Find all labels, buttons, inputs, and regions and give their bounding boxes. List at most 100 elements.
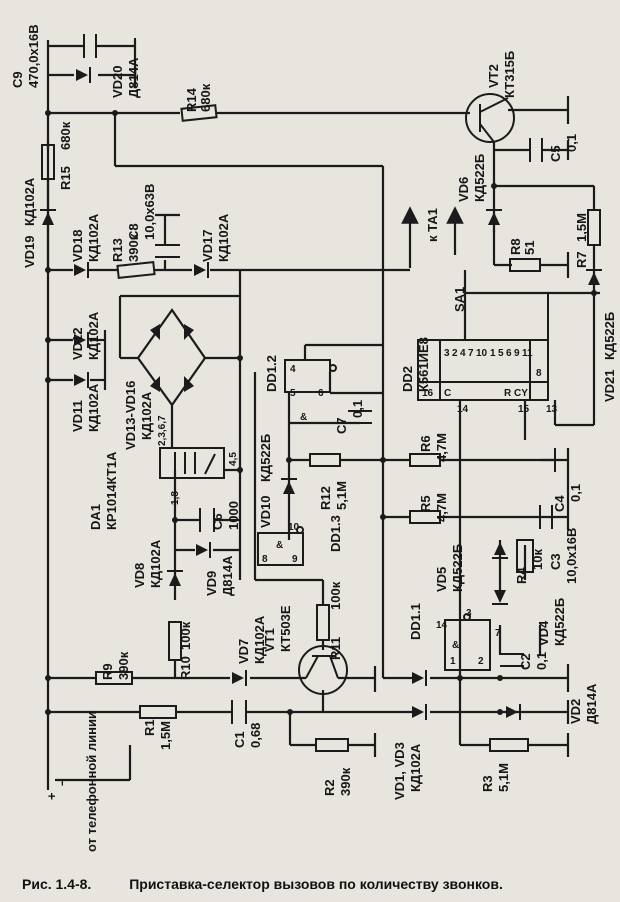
- pin-dd2-out-8: 9: [514, 348, 520, 359]
- label-c4-value: 0,1: [568, 484, 583, 502]
- label-r6-value: 4,7М: [434, 433, 449, 462]
- diode-vd3: [412, 704, 427, 720]
- label-vd6-ref: VD6: [456, 177, 471, 202]
- label-vd13-16-value: КД102А: [139, 391, 154, 440]
- resistor-r2: [315, 738, 349, 752]
- label-r11-value: 100к: [328, 581, 343, 610]
- label-vd12-value: КД102А: [86, 311, 101, 360]
- diode-vd20: [76, 67, 91, 83]
- pin-dd11-7: 7: [495, 628, 501, 639]
- label-minus: –: [54, 779, 69, 786]
- pin-dd2-16: 16: [422, 388, 434, 399]
- label-dd1-3: DD1.3: [328, 515, 343, 552]
- resistor-r14: [180, 104, 218, 122]
- label-vd1-3-value: КД102А: [408, 743, 423, 792]
- diode-bridge-vd13-vd16: [136, 308, 207, 407]
- label-vd17-value: КД102А: [216, 213, 231, 262]
- label-vd9-ref: VD9: [204, 571, 219, 596]
- symbols: [40, 34, 602, 752]
- label-c8-value: 10,0x63В: [142, 184, 157, 240]
- label-c1-value: 0,68: [248, 723, 263, 748]
- diode-vd18: [74, 262, 89, 278]
- label-line-input: от телефонной линии: [84, 711, 99, 852]
- resistor-r4: [516, 539, 534, 573]
- label-vd21-value: КД522Б: [602, 312, 617, 360]
- label-vd18-value: КД102А: [86, 213, 101, 262]
- label-c8-ref: C8: [126, 223, 141, 240]
- label-c6-value: 1000: [226, 501, 241, 530]
- figure-caption: Рис. 1.4-8. Приставка-селектор вызовов п…: [22, 876, 612, 892]
- label-sa1: SA1: [452, 287, 467, 312]
- label-r10-value: 100к: [178, 621, 193, 650]
- label-vd7-ref: VD7: [236, 639, 251, 664]
- label-c1-ref: C1: [232, 731, 247, 748]
- label-vd1-3-ref: VD1, VD3: [392, 742, 407, 800]
- diode-vd9: [196, 542, 211, 558]
- labels: C9 470,0x16В VD20 Д814А R14 680к VT2 КТ3…: [10, 24, 617, 852]
- pin-dd2-out-3: 7: [468, 348, 474, 359]
- label-vd5-value: КД522Б: [450, 544, 465, 592]
- label-da1-value: КР1014КТ1А: [104, 451, 119, 530]
- label-vd4-ref: VD4: [536, 620, 551, 646]
- label-r5-ref: R5: [418, 495, 433, 512]
- label-r5-value: 4,7М: [434, 493, 449, 522]
- figure-number: Рис. 1.4-8.: [22, 876, 92, 892]
- label-r11-ref: R11: [328, 637, 343, 660]
- label-da1-ref: DA1: [88, 504, 103, 530]
- label-c5-value: 0,1: [564, 134, 579, 152]
- resistor-r10: [168, 621, 182, 661]
- label-vd10-value: КД522Б: [258, 434, 273, 482]
- optorelay-da1: [159, 447, 225, 479]
- diode-vd21: [586, 269, 602, 285]
- resistor-r12: [309, 453, 341, 467]
- label-r12-value: 5,1М: [334, 481, 349, 510]
- amp-dd13: &: [276, 540, 283, 551]
- transistor-vt2: [465, 93, 515, 143]
- pin-dd2-cy: CY: [514, 388, 528, 399]
- diode-vd11: [74, 372, 89, 388]
- label-r14-value: 680к: [198, 83, 213, 112]
- label-vd21-ref: VD21: [602, 369, 617, 402]
- label-vt2-ref: VT2: [486, 64, 501, 88]
- label-r2-value: 390к: [338, 767, 353, 796]
- label-vt2-value: КТ315Б: [502, 51, 517, 98]
- label-r8-ref: R8: [508, 238, 523, 255]
- pin-dd13-8: 8: [262, 554, 268, 565]
- label-r4-ref: R4: [514, 567, 529, 584]
- label-r12-ref: R12: [318, 486, 333, 510]
- label-kta1: к ТА1: [425, 208, 440, 242]
- label-vd4-value: КД522Б: [552, 598, 567, 646]
- diode-vd12: [74, 332, 89, 348]
- label-da1-pins-c: 1,8: [170, 491, 181, 505]
- label-vd13-16-ref: VD13-VD16: [123, 381, 138, 450]
- label-c5-ref: C5: [548, 145, 563, 162]
- label-vd10-ref: VD10: [258, 495, 273, 528]
- pin-dd13-10: 10: [288, 522, 300, 533]
- label-r13-value: 390к: [126, 233, 141, 262]
- pin-dd2-13: 13: [546, 404, 558, 415]
- label-vd17-ref: VD17: [200, 229, 215, 262]
- transistor-vt1: [298, 645, 348, 695]
- label-vd6-value: КД522Б: [472, 154, 487, 202]
- label-r6-ref: R6: [418, 435, 433, 452]
- label-r3-value: 5,1М: [496, 763, 511, 792]
- label-r3-ref: R3: [480, 775, 495, 792]
- pin-dd2-r: R: [504, 388, 512, 399]
- resistor-r13: [116, 261, 156, 279]
- label-vd2-ref: VD2: [568, 699, 583, 724]
- figure-title: Приставка-селектор вызовов по количеству…: [129, 876, 503, 892]
- label-vd2-value: Д814А: [584, 683, 599, 724]
- resistor-r5: [409, 510, 441, 524]
- label-vd5-ref: VD5: [434, 567, 449, 592]
- label-c3-ref: C3: [548, 553, 563, 570]
- label-c4-ref: C4: [552, 495, 567, 512]
- label-c7-value: 0,1: [350, 400, 365, 418]
- label-c6-ref: C6: [210, 513, 225, 530]
- pin-dd11-3: 3: [466, 608, 472, 619]
- pin-dd11-14: 14: [436, 620, 448, 631]
- label-r15-ref: R15: [58, 166, 73, 190]
- diode-vd17: [194, 262, 209, 278]
- diode-vd4: [492, 590, 508, 605]
- resistor-r3: [489, 738, 529, 752]
